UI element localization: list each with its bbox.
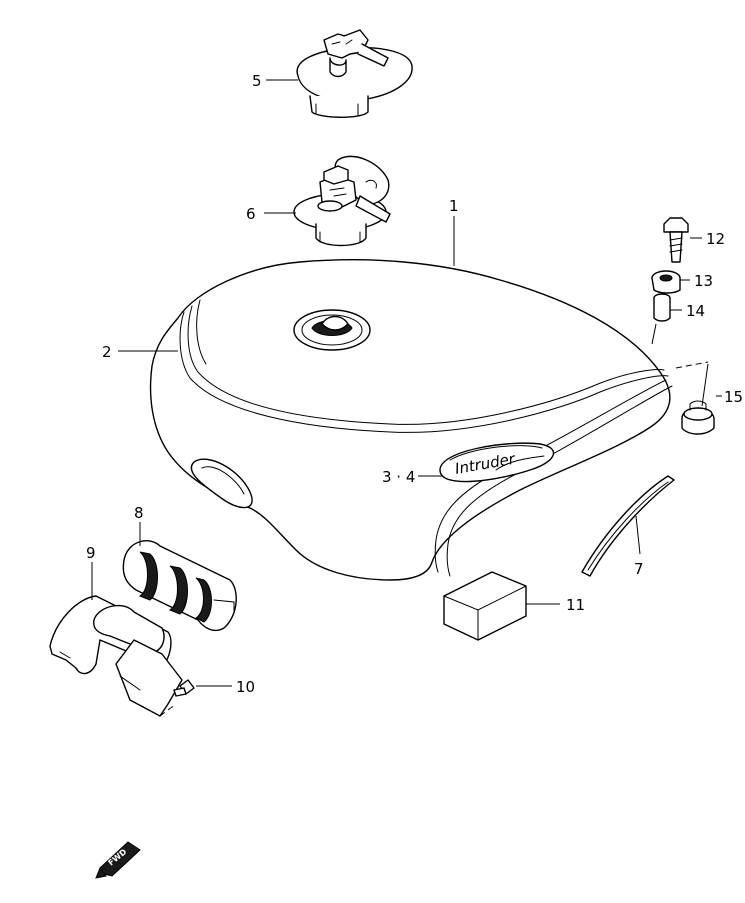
callout-15: 15	[724, 388, 743, 406]
callout-13: 13	[694, 272, 713, 290]
cushion-part-8	[122, 540, 237, 632]
collar-part-14	[653, 293, 671, 322]
forward-direction-marker: FWD	[95, 841, 141, 879]
callout-14: 14	[686, 302, 705, 320]
bracket-part-9	[49, 595, 183, 717]
emblem-part-3-4: Intruder	[439, 442, 555, 483]
callout-6: 6	[246, 205, 256, 223]
callout-11: 11	[566, 596, 585, 614]
callout-12: 12	[706, 230, 725, 248]
fuel-tank-part-1	[149, 259, 673, 581]
callout-8: 8	[134, 504, 144, 522]
leader-lines	[91, 79, 722, 687]
cushion-part-13	[651, 270, 681, 294]
callout-5: 5	[252, 72, 262, 90]
trim-strip-part-7	[581, 475, 675, 577]
callout-labels: 5 6 1 2 3 · 4 12 13 14 15 7 11 8 9 10	[86, 72, 743, 696]
bolt-part-12	[663, 217, 689, 263]
callout-9: 9	[86, 544, 96, 562]
callout-1: 1	[449, 197, 459, 215]
callout-7: 7	[634, 560, 644, 578]
pad-part-11	[443, 571, 527, 641]
fuel-cap-part-6	[293, 155, 391, 247]
fuel-cap-part-5	[296, 29, 413, 118]
callout-2: 2	[102, 343, 112, 361]
callout-10: 10	[236, 678, 255, 696]
callout-3-4: 3 · 4	[382, 468, 415, 486]
screw-part-10	[173, 679, 195, 697]
cushion-part-15	[681, 400, 715, 435]
